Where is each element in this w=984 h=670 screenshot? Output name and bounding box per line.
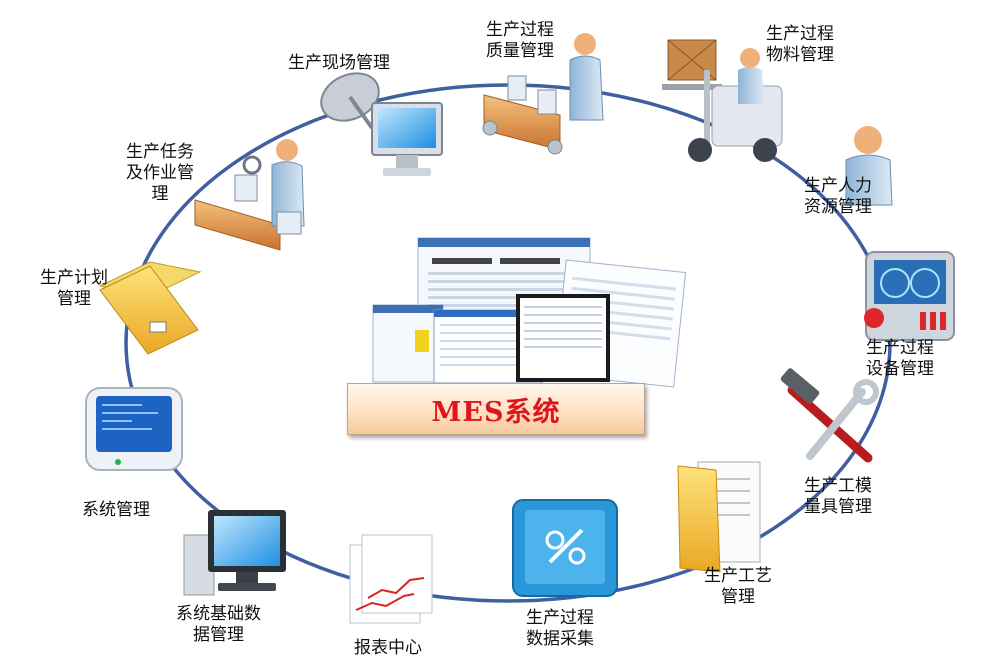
label-line: 报表中心 bbox=[354, 638, 422, 658]
conveyor-worker-icon bbox=[482, 33, 604, 155]
label-line: 生产现场管理 bbox=[288, 53, 390, 73]
mes-screenshots-collage bbox=[372, 237, 687, 388]
label-base-data-management: 系统基础数 据管理 bbox=[176, 604, 261, 646]
label-line: 生产过程 bbox=[766, 24, 834, 44]
folder-icon bbox=[98, 261, 202, 355]
assembly-worker-icon bbox=[194, 139, 305, 251]
tablet-tools-icon bbox=[512, 499, 618, 597]
label-line: 生产工艺 bbox=[704, 566, 772, 586]
mes-title: MES系统 bbox=[431, 396, 561, 428]
label-line: 管理 bbox=[721, 587, 755, 607]
label-equipment-management: 生产过程 设备管理 bbox=[866, 338, 934, 380]
report-charts-icon bbox=[349, 534, 433, 624]
mes-title-box: MES系统 bbox=[347, 383, 645, 435]
hammer-wrench-icon bbox=[780, 368, 879, 463]
satellite-dish-monitor-icon bbox=[320, 72, 443, 176]
folder-document-icon bbox=[677, 461, 761, 573]
label-line: 系统基础数 bbox=[176, 604, 261, 624]
label-field-management: 生产现场管理 bbox=[288, 53, 390, 74]
label-line: 及作业管 bbox=[126, 163, 194, 183]
label-line: 质量管理 bbox=[486, 41, 554, 61]
label-line: 管理 bbox=[57, 289, 91, 309]
label-line: 理 bbox=[151, 184, 169, 204]
label-line: 生产任务 bbox=[126, 142, 194, 162]
label-hr-management: 生产人力 资源管理 bbox=[804, 176, 872, 218]
control-panel-icon bbox=[864, 251, 955, 341]
label-line: 生产计划 bbox=[40, 268, 108, 288]
crt-monitor-icon bbox=[85, 387, 183, 471]
label-line: 数据采集 bbox=[526, 629, 594, 649]
label-line: 资源管理 bbox=[804, 197, 872, 217]
label-line: 生产过程 bbox=[526, 608, 594, 628]
label-line: 系统管理 bbox=[82, 500, 150, 520]
label-plan-management: 生产计划 管理 bbox=[40, 268, 108, 310]
person-icon bbox=[845, 126, 893, 206]
label-line: 量具管理 bbox=[804, 497, 872, 517]
forklift-icon bbox=[662, 39, 783, 162]
label-line: 据管理 bbox=[193, 625, 244, 645]
label-line: 生产人力 bbox=[804, 176, 872, 196]
label-line: 生产工模 bbox=[804, 476, 872, 496]
label-tooling-management: 生产工模 量具管理 bbox=[804, 476, 872, 518]
label-process-management: 生产工艺 管理 bbox=[704, 566, 772, 608]
label-material-management: 生产过程 物料管理 bbox=[766, 24, 834, 66]
label-task-management: 生产任务 及作业管 理 bbox=[126, 142, 194, 205]
label-line: 物料管理 bbox=[766, 45, 834, 65]
label-line: 设备管理 bbox=[866, 359, 934, 379]
label-quality-management: 生产过程 质量管理 bbox=[486, 20, 554, 62]
desktop-computer-icon bbox=[183, 510, 286, 596]
label-line: 生产过程 bbox=[486, 20, 554, 40]
label-data-collection: 生产过程 数据采集 bbox=[526, 608, 594, 650]
label-report-center: 报表中心 bbox=[354, 638, 422, 659]
label-system-management: 系统管理 bbox=[82, 500, 150, 521]
label-line: 生产过程 bbox=[866, 338, 934, 358]
